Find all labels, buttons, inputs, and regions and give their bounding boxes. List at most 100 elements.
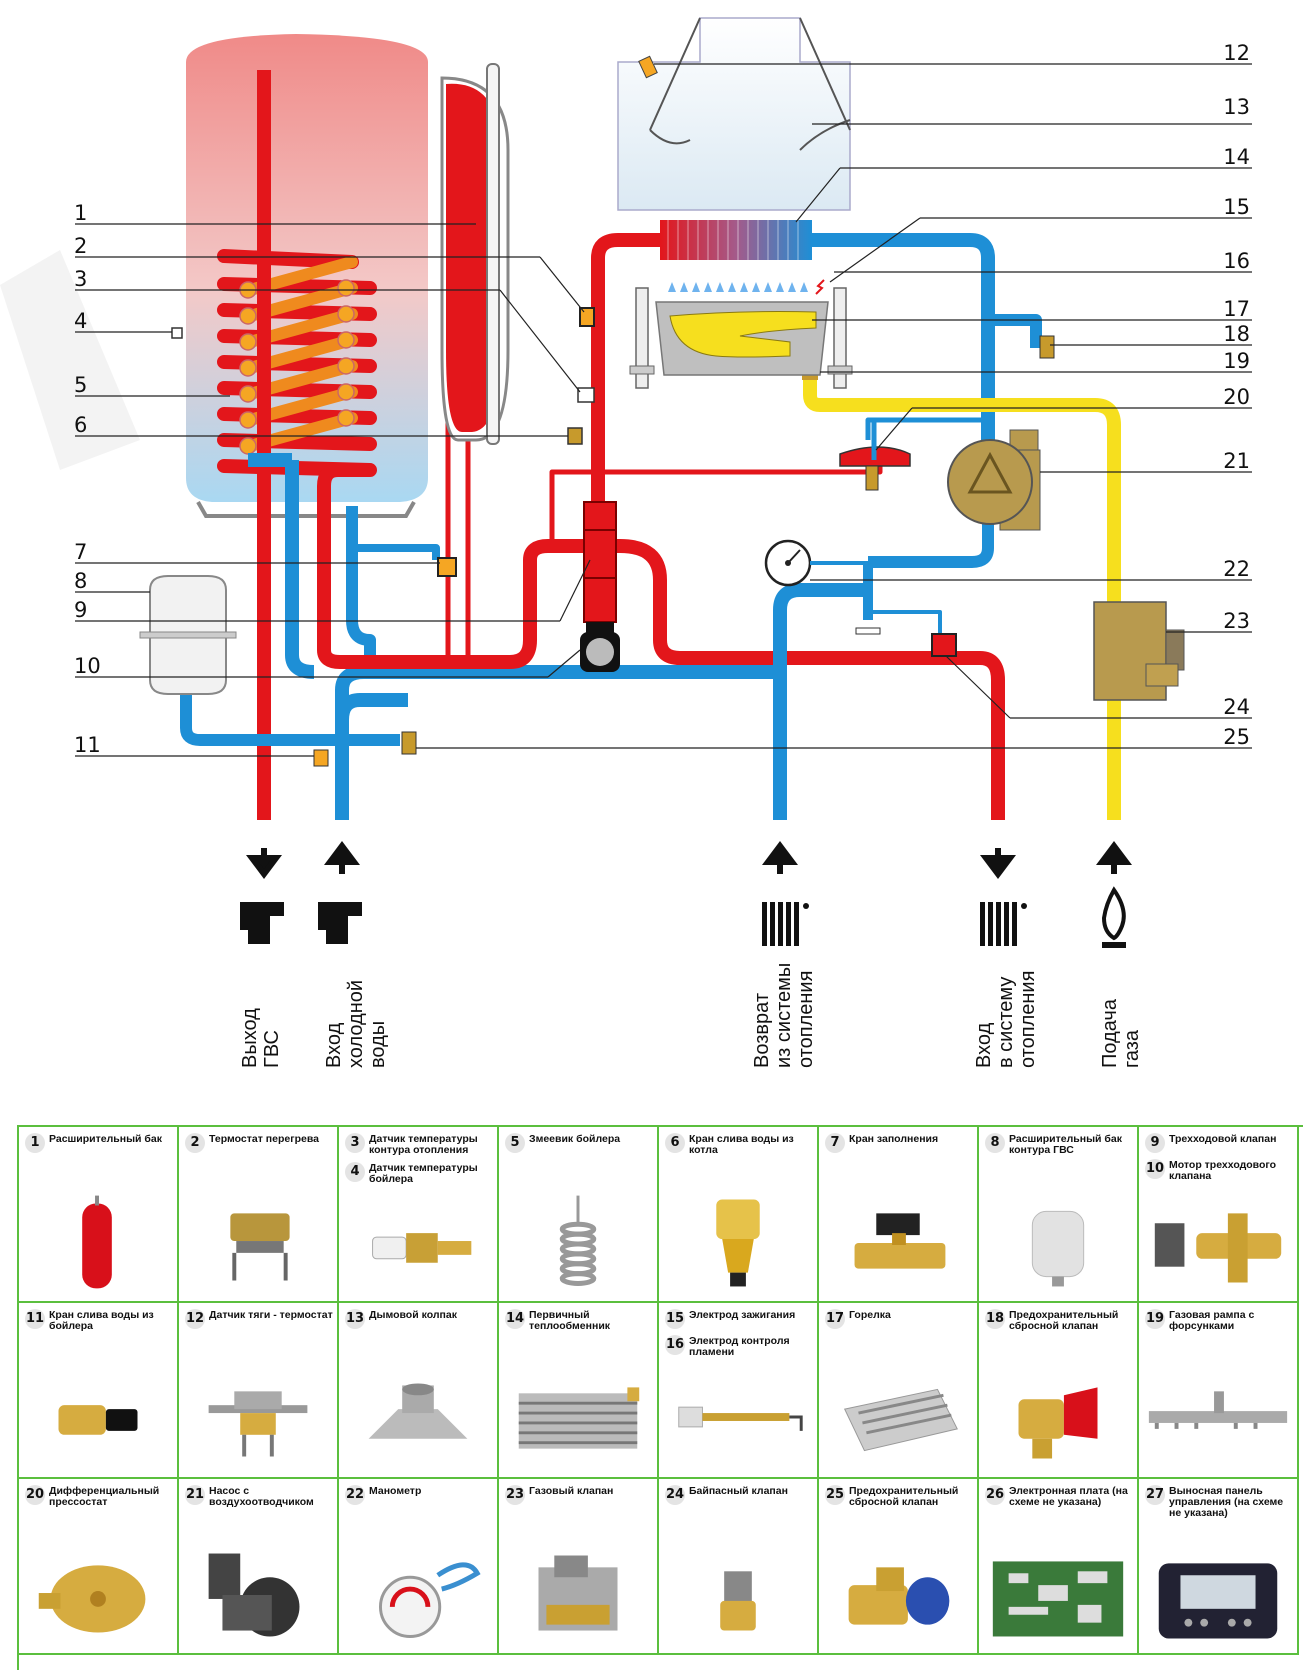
legend-item-label: Мотор трехходового клапана <box>1169 1159 1293 1182</box>
legend-number-badge: 8 <box>985 1133 1005 1153</box>
legend-item-label: Предохранительный сбросной клапан <box>1009 1309 1133 1332</box>
legend-item: 17Горелка <box>825 1309 973 1329</box>
legend-number-badge: 10 <box>1145 1159 1165 1179</box>
legend-item: 22Манометр <box>345 1485 493 1505</box>
callout-13: 13 <box>1223 95 1250 119</box>
arrow-up-icon <box>1102 846 1126 874</box>
callout-9: 9 <box>74 598 87 622</box>
legend-cell: 18Предохранительный сбросной клапан <box>979 1303 1139 1479</box>
arrow-up-icon <box>330 846 354 874</box>
connection-label-cold-in-l2: холодной <box>345 980 367 1068</box>
legend-item: 4Датчик температуры бойлера <box>345 1162 493 1185</box>
ball-valve-icon <box>819 1193 977 1293</box>
callout-24: 24 <box>1223 695 1250 719</box>
legend-number-badge: 21 <box>185 1485 205 1505</box>
legend-item-label: Газовая рампа с форсунками <box>1169 1309 1293 1332</box>
legend-number-badge: 17 <box>825 1309 845 1329</box>
legend-number-badge: 7 <box>825 1133 845 1153</box>
legend-item-label: Байпасный клапан <box>689 1485 788 1497</box>
legend-item-label: Электронная плата (на схеме не указана) <box>1009 1485 1133 1508</box>
tap-icon <box>240 902 284 944</box>
callout-3: 3 <box>74 267 87 291</box>
legend-number-badge: 3 <box>345 1133 365 1153</box>
callout-8: 8 <box>74 569 87 593</box>
coil-icon <box>499 1193 657 1293</box>
legend-item-label: Змеевик бойлера <box>529 1133 620 1145</box>
connection-label-supply-l2: в систему <box>995 977 1017 1068</box>
legend-item-label: Дымовой колпак <box>369 1309 457 1321</box>
legend-item-label: Первичный теплообменник <box>529 1309 653 1332</box>
expansion-tank-icon <box>19 1193 177 1293</box>
safety-valve-blue-icon <box>819 1545 977 1645</box>
legend-item: 11Кран слива воды из бойлера <box>25 1309 173 1332</box>
legend-number-badge: 6 <box>665 1133 685 1153</box>
connection-label-gas-l2: газа <box>1121 1029 1143 1068</box>
legend-number-badge: 11 <box>25 1309 45 1329</box>
legend-item: 1Расширительный бак <box>25 1133 173 1153</box>
legend-cell: 2Термостат перегрева <box>179 1127 339 1303</box>
legend-number-badge: 19 <box>1145 1309 1165 1329</box>
legend-cell: 15Электрод зажигания16Электрод контроля … <box>659 1303 819 1479</box>
draft-sensor-icon <box>179 1369 337 1469</box>
legend-item: 12Датчик тяги - термостат <box>185 1309 333 1329</box>
watermark <box>0 250 140 470</box>
smoke-hood-icon <box>339 1369 497 1469</box>
legend-item-label: Кран слива воды из котла <box>689 1133 813 1156</box>
small-tank-icon <box>979 1193 1137 1293</box>
legend-number-badge: 27 <box>1145 1485 1165 1505</box>
legend-item: 21Насос с воздухоотводчиком <box>185 1485 333 1508</box>
tap-icon <box>318 902 362 944</box>
legend-item-label: Термостат перегрева <box>209 1133 319 1145</box>
legend-item: 3Датчик температуры контура отопления <box>345 1133 493 1156</box>
safety-valve-icon <box>979 1369 1137 1469</box>
legend-item-label: Расширительный бак контура ГВС <box>1009 1133 1133 1156</box>
legend-cell: 13Дымовой колпак <box>339 1303 499 1479</box>
connection-label-gas-l1: Подача <box>1099 998 1121 1068</box>
bypass-valve <box>932 634 956 656</box>
connection-label-return-l3: отопления <box>795 971 817 1068</box>
radiator-icon <box>980 902 1027 946</box>
heat-exchanger <box>660 220 812 260</box>
legend-cell: 6Кран слива воды из котла <box>659 1127 819 1303</box>
callout-21: 21 <box>1223 449 1250 473</box>
callout-12: 12 <box>1223 41 1250 65</box>
three-way-valve <box>580 502 620 672</box>
control-panel-icon <box>1139 1545 1297 1645</box>
legend-item-label: Электрод контроля пламени <box>689 1335 813 1358</box>
legend-number-badge: 25 <box>825 1485 845 1505</box>
legend-item-label: Дифференциальный прессостат <box>49 1485 173 1508</box>
callout-15: 15 <box>1223 195 1250 219</box>
legend-number-badge: 1 <box>25 1133 45 1153</box>
legend-item-label: Трехходовой клапан <box>1169 1133 1276 1145</box>
arrow-down-icon <box>986 848 1010 874</box>
callout-10: 10 <box>74 654 101 678</box>
pressostat-icon <box>19 1545 177 1645</box>
three-way-valve-icon <box>1139 1193 1297 1293</box>
radiator-icon <box>762 902 809 946</box>
gas-valve <box>1094 602 1184 700</box>
legend-number-badge: 14 <box>505 1309 525 1329</box>
callout-1: 1 <box>74 201 87 225</box>
callout-4: 4 <box>74 309 87 333</box>
callout-19: 19 <box>1223 349 1250 373</box>
connection-label-return-l1: Возврат <box>751 993 773 1068</box>
legend-cell: 19Газовая рампа с форсунками <box>1139 1303 1299 1479</box>
callout-16: 16 <box>1223 249 1250 273</box>
legend-item: 16Электрод контроля пламени <box>665 1335 813 1358</box>
legend-number-badge: 12 <box>185 1309 205 1329</box>
